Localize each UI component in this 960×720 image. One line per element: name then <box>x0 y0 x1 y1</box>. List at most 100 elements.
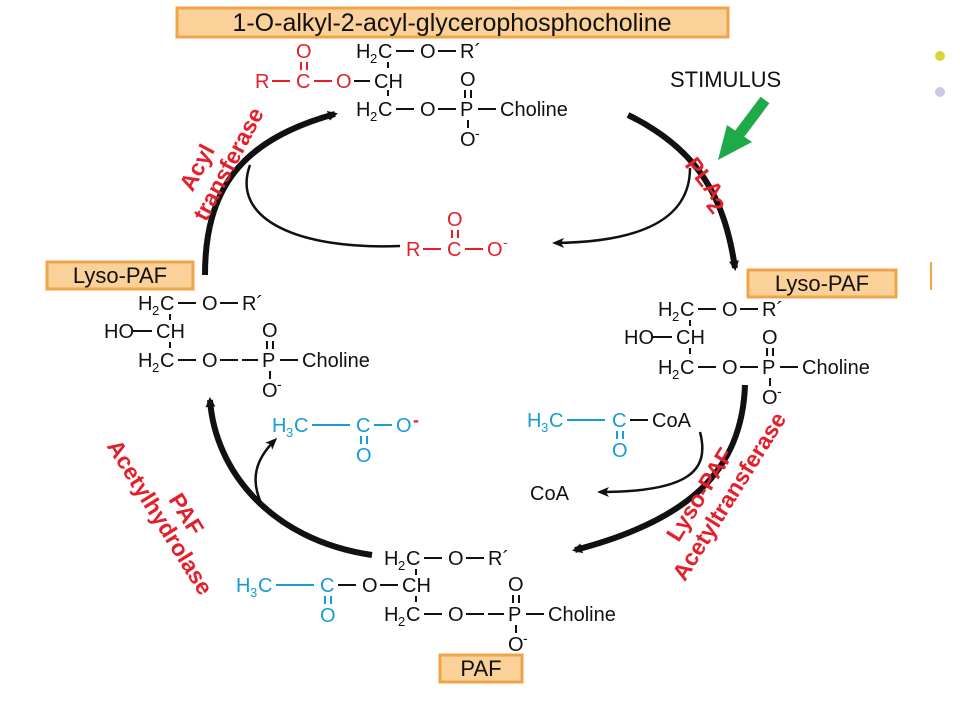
svg-text:C: C <box>296 71 310 93</box>
svg-text:O: O <box>296 41 312 63</box>
coa-product: CoA <box>530 483 570 505</box>
svg-text:C: C <box>258 575 272 597</box>
svg-text:Choline: Choline <box>548 604 616 626</box>
svg-text:O: O <box>722 357 738 379</box>
svg-text:O: O <box>362 575 378 597</box>
svg-text:-: - <box>277 376 282 392</box>
title-box: 1-O-alkyl-2-acyl-glycerophosphocholine <box>175 6 730 39</box>
cycle-arrows <box>202 111 748 558</box>
svg-text:R´: R´ <box>762 299 783 321</box>
svg-text:CH: CH <box>374 71 403 93</box>
svg-text:Choline: Choline <box>302 350 370 372</box>
svg-text:Choline: Choline <box>802 357 870 379</box>
slide-decorations <box>930 51 945 290</box>
svg-text:O: O <box>262 380 278 402</box>
enzyme-pla2: PLA 2 <box>680 152 730 218</box>
svg-text:CH: CH <box>156 321 185 343</box>
svg-text:CoA: CoA <box>652 410 692 432</box>
svg-text:C: C <box>612 410 626 432</box>
svg-text:H: H <box>384 604 398 626</box>
enzyme-paf-acetylhydrolase: PAF Acetylhydrolase <box>102 435 218 599</box>
svg-text:O: O <box>320 605 336 627</box>
svg-text:R´: R´ <box>488 548 509 570</box>
svg-text:Lyso-PAF: Lyso-PAF <box>73 263 167 288</box>
fatty-acid: R C O O - <box>406 209 508 261</box>
svg-text:3: 3 <box>286 425 293 440</box>
edge-mark <box>930 262 932 290</box>
stimulus-label: STIMULUS <box>670 67 781 92</box>
svg-text:H: H <box>138 293 152 315</box>
svg-text:PAF: PAF <box>460 656 501 681</box>
svg-text:O: O <box>762 387 778 409</box>
bullet-icon-yellow <box>935 51 945 61</box>
svg-text:C: C <box>549 410 563 432</box>
svg-text:O: O <box>202 350 218 372</box>
svg-text:H: H <box>356 41 370 63</box>
svg-text:CH: CH <box>402 575 431 597</box>
svg-text:-: - <box>777 383 782 399</box>
svg-text:C: C <box>378 99 392 121</box>
svg-text:R´: R´ <box>242 293 263 315</box>
svg-text:O: O <box>447 209 463 231</box>
svg-text:-: - <box>503 234 508 250</box>
svg-text:O: O <box>336 71 352 93</box>
svg-text:H: H <box>236 575 250 597</box>
svg-text:H: H <box>138 350 152 372</box>
svg-text:O: O <box>508 634 524 656</box>
svg-text:C: C <box>160 350 174 372</box>
svg-text:2: 2 <box>398 614 405 629</box>
lyso-paf-right-box: Lyso-PAF <box>746 268 898 299</box>
svg-text:P: P <box>762 357 775 379</box>
svg-text:CH: CH <box>676 327 705 349</box>
svg-text:C: C <box>680 357 694 379</box>
svg-text:H: H <box>527 410 541 432</box>
svg-text:O: O <box>356 445 372 467</box>
svg-text:P: P <box>262 350 275 372</box>
svg-text:2: 2 <box>152 360 159 375</box>
svg-text:C: C <box>406 548 420 570</box>
svg-text:Lyso-PAF: Lyso-PAF <box>775 271 869 296</box>
svg-text:HO: HO <box>624 327 654 349</box>
svg-text:C: C <box>294 415 308 437</box>
svg-text:O: O <box>420 41 436 63</box>
svg-text:H: H <box>272 415 286 437</box>
svg-text:O: O <box>722 299 738 321</box>
svg-text:H: H <box>356 99 370 121</box>
svg-text:P: P <box>460 99 473 121</box>
svg-text:O: O <box>448 604 464 626</box>
svg-text:O: O <box>460 129 476 151</box>
lyso-paf-left-box: Lyso-PAF <box>45 260 195 291</box>
svg-text:HO: HO <box>104 321 134 343</box>
svg-text:O: O <box>762 327 778 349</box>
svg-text:O: O <box>487 239 503 261</box>
svg-text:P: P <box>508 604 521 626</box>
svg-text:O: O <box>448 548 464 570</box>
svg-text:C: C <box>160 293 174 315</box>
svg-text:2: 2 <box>398 558 405 573</box>
svg-text:3: 3 <box>250 585 257 600</box>
svg-text:Choline: Choline <box>500 99 568 121</box>
svg-text:R: R <box>406 239 420 261</box>
svg-text:C: C <box>406 604 420 626</box>
svg-text:2: 2 <box>672 367 679 382</box>
svg-text:R: R <box>255 71 269 93</box>
stimulus-arrow-icon <box>718 96 770 160</box>
svg-text:2: 2 <box>370 109 377 124</box>
diagram-title: 1-O-alkyl-2-acyl-glycerophosphocholine <box>232 9 671 37</box>
svg-text:C: C <box>320 575 334 597</box>
svg-text:C: C <box>356 415 370 437</box>
svg-text:C: C <box>447 239 461 261</box>
svg-text:O: O <box>612 440 628 462</box>
svg-text:2: 2 <box>152 303 159 318</box>
svg-text:2: 2 <box>370 51 377 66</box>
svg-text:O: O <box>508 574 524 596</box>
svg-text:O: O <box>460 69 476 91</box>
svg-text:2: 2 <box>672 309 679 324</box>
